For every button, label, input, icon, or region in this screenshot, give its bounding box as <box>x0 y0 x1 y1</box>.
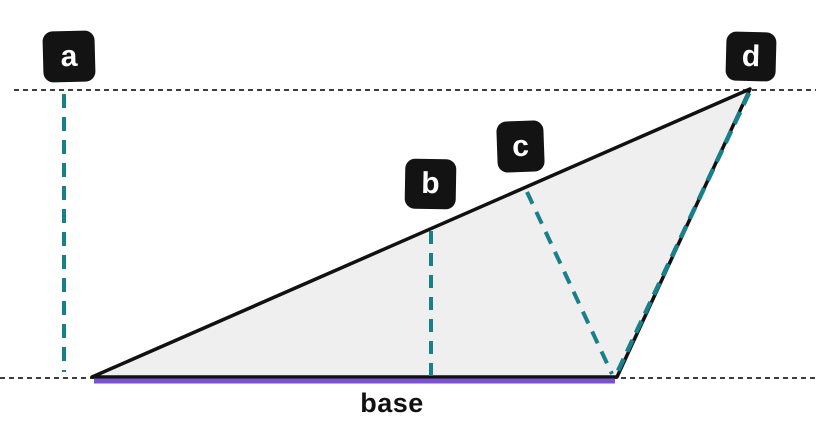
label-chip-d: d <box>725 31 777 82</box>
label-b-text: b <box>421 166 440 201</box>
label-chip-b: b <box>404 158 457 210</box>
label-d-text: d <box>741 39 761 73</box>
label-chip-a: a <box>42 30 96 83</box>
height-line-c <box>525 191 614 375</box>
label-c-text: c <box>511 129 530 163</box>
label-chip-c: c <box>496 120 545 173</box>
height-line-d <box>614 92 752 374</box>
label-a-text: a <box>60 39 78 73</box>
base-label: base <box>360 388 424 418</box>
triangle-shape <box>90 87 752 379</box>
